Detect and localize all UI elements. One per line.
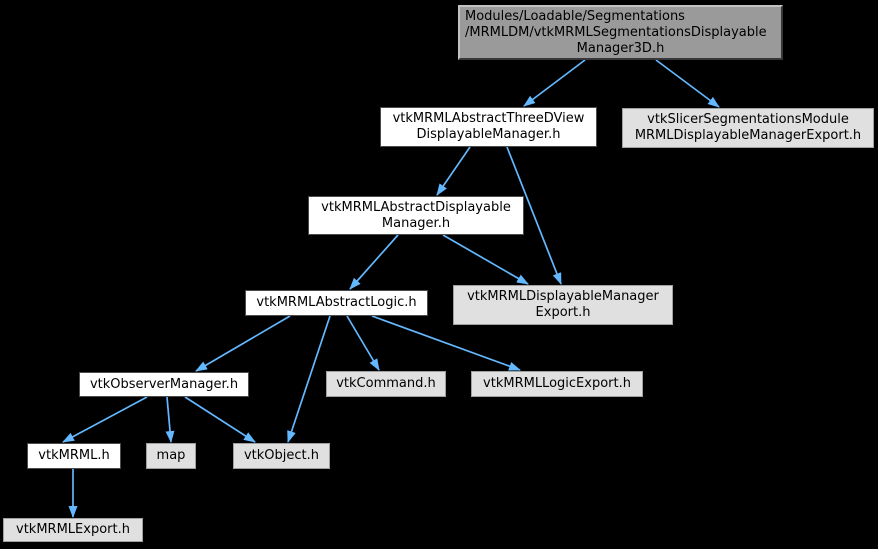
node-segmentations-displayable-manager-3d: Modules/Loadable/Segmentations/MRMLDM/vt… (458, 5, 783, 60)
node-map: map (146, 443, 196, 469)
node-label-line: Modules/Loadable/Segmentations (465, 8, 685, 24)
node-command: vtkCommand.h (326, 371, 446, 397)
node-observer-manager[interactable]: vtkObserverManager.h (79, 372, 249, 397)
node-label-line: Manager3D.h (576, 40, 665, 56)
node-label-line: vtkMRMLAbstractLogic.h (256, 295, 417, 310)
edge-segmentations-displayable-manager-3d-to-abstract-threedview-displayable-manager (523, 59, 586, 107)
node-label-line: vtkMRML.h (38, 448, 110, 463)
node-label-line: vtkMRMLAbstractDisplayable (321, 199, 511, 215)
node-label-line: vtkObserverManager.h (89, 376, 239, 392)
node-label-line: map (156, 448, 186, 463)
node-label-line: /MRMLDM/vtkMRMLSegmentationsDisplayable (465, 24, 767, 40)
edge-abstract-logic-to-vtkobject (287, 315, 331, 443)
node-label-line: DisplayableManager.h (416, 127, 561, 142)
node-label-line: vtkCommand.h (336, 376, 436, 391)
edge-segmentations-displayable-manager-3d-to-slicer-segmentations-module-export (655, 59, 720, 108)
edge-observer-manager-to-vtkmrml (62, 396, 148, 443)
edge-abstract-threedview-displayable-manager-to-displayable-manager-export (506, 146, 562, 285)
edge-observer-manager-to-map (165, 396, 175, 443)
node-vtkmrml-export: vtkMRMLExport.h (3, 518, 143, 542)
edge-abstract-threedview-displayable-manager-to-abstract-displayable-manager (436, 146, 471, 196)
node-label-line: vtkMRMLAbstractThreeDView (392, 111, 585, 126)
node-label-line: vtkMRMLDisplayableManager (467, 289, 659, 304)
edge-observer-manager-to-vtkobject (184, 396, 256, 443)
node-label-line: vtkObject.h (243, 448, 320, 463)
node-vtkmrml[interactable]: vtkMRML.h (27, 443, 121, 469)
edge-abstract-logic-to-observer-manager (195, 315, 291, 372)
edge-abstract-displayable-manager-to-abstract-logic (349, 234, 399, 290)
node-vtkobject: vtkObject.h (233, 443, 330, 469)
node-label-line: MRMLDisplayableManagerExport.h (634, 128, 862, 143)
node-logic-export: vtkMRMLLogicExport.h (471, 371, 643, 397)
edge-abstract-logic-to-logic-export (371, 315, 521, 371)
node-label-line: Manager.h (381, 215, 451, 231)
node-label-line: vtkSlicerSegmentationsModule (647, 112, 849, 127)
node-label-line: vtkMRMLLogicExport.h (483, 376, 631, 391)
edge-abstract-displayable-manager-to-displayable-manager-export (442, 234, 529, 285)
node-label-line: Export.h (535, 305, 591, 320)
edges-group (62, 59, 720, 518)
node-abstract-logic[interactable]: vtkMRMLAbstractLogic.h (245, 290, 428, 316)
node-label-line: vtkMRMLExport.h (16, 522, 130, 537)
edge-abstract-logic-to-command (346, 315, 380, 371)
